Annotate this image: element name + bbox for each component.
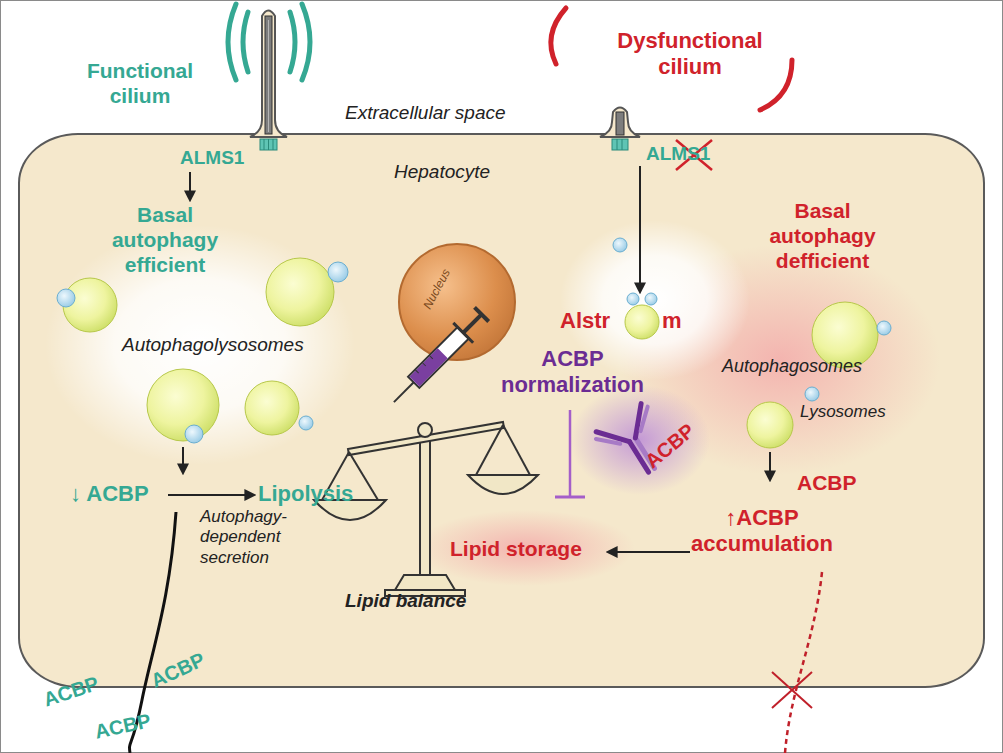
text-label: m bbox=[662, 308, 682, 334]
functional-cilium-part bbox=[228, 4, 236, 80]
text-label: Autophagosomes bbox=[722, 356, 862, 378]
functional-cilium-part bbox=[290, 12, 295, 72]
functional-cilium-part bbox=[302, 4, 310, 80]
dysfunctional-cilium-part bbox=[760, 60, 792, 110]
text-label: ACBP bbox=[797, 470, 857, 495]
nucleus-shape bbox=[399, 244, 515, 360]
nucleus-circle: Nucleus bbox=[397, 242, 517, 362]
dysfunctional-cilium-part bbox=[616, 112, 624, 135]
text-label: Alstr bbox=[560, 308, 610, 334]
node-label: Hepatocyte bbox=[394, 161, 490, 183]
text-label: Lipid balance bbox=[345, 590, 466, 613]
text-label: Autophagolysosomes bbox=[122, 334, 304, 357]
dysfunctional-cilium bbox=[551, 8, 792, 150]
text-label: ACBP normalization bbox=[490, 346, 655, 399]
text-label: Basal autophagy defficient bbox=[755, 198, 890, 274]
functional-cilium-part bbox=[265, 16, 272, 134]
text-label: Autophagy-dependent secretion bbox=[200, 507, 300, 568]
text-label: ALMS1 bbox=[646, 143, 710, 166]
dysfunctional-cilium-part bbox=[551, 8, 566, 64]
text-label: ACBP bbox=[93, 708, 153, 743]
text-label: Extracellular space bbox=[345, 102, 506, 125]
functional-cilium-part bbox=[243, 12, 248, 72]
functional-cilium bbox=[228, 4, 310, 150]
text-label: Functional cilium bbox=[75, 58, 205, 108]
text-label: Basal autophagy efficient bbox=[100, 202, 230, 278]
text-label: Lipolysis bbox=[258, 481, 353, 507]
functional-cilium-part bbox=[250, 11, 287, 138]
text-label: Lipid storage bbox=[450, 536, 582, 561]
text-label: Dysfunctional cilium bbox=[605, 28, 775, 81]
text-label: ↓ ACBP bbox=[70, 481, 149, 507]
text-label: ↑ACBP accumulation bbox=[662, 505, 862, 558]
text-label: Lysosomes bbox=[800, 402, 886, 422]
functional-cilium-part bbox=[268, 20, 269, 132]
text-label: ALMS1 bbox=[180, 147, 244, 170]
nucleus-outline bbox=[397, 242, 517, 362]
